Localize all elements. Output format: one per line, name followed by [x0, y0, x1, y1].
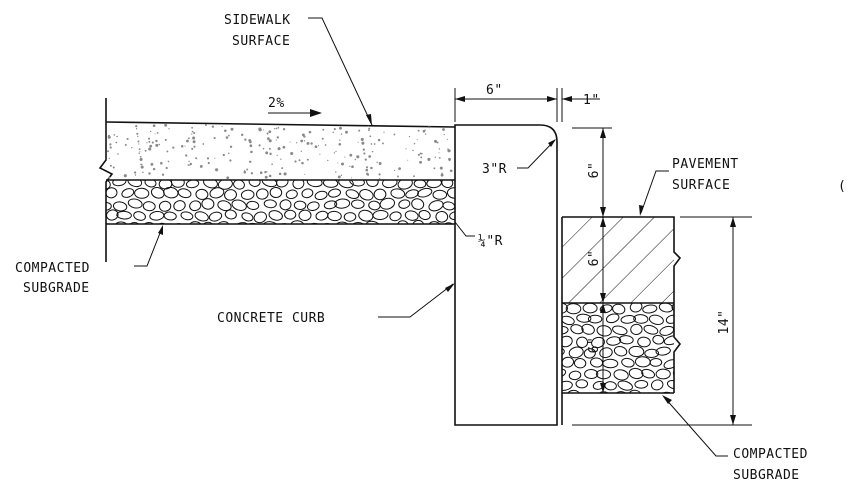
sidewalk-surface-label-line1: SIDEWALK — [224, 13, 291, 28]
compacted-subgrade-right-line2: SUBGRADE — [733, 468, 800, 483]
sidewalk-gravel-base — [106, 180, 455, 224]
radius-3in-label: 3"R — [482, 162, 507, 177]
curb-width-dim-label: 6" — [486, 83, 503, 98]
compacted-subgrade-right-line1: COMPACTED — [733, 447, 808, 462]
pavement-section — [561, 216, 682, 425]
low-6-dim-label: 6" — [587, 337, 602, 354]
mid-6-dim-label: 6" — [587, 250, 602, 267]
radius-quarter-in-label: ¼"R — [478, 234, 503, 249]
total-14-dim-label: 14" — [717, 310, 732, 335]
gap-dim-label: 1" — [583, 93, 600, 108]
concrete-curb-label: CONCRETE CURB — [217, 311, 325, 326]
annotation-labels: SIDEWALK SURFACE 3"R ¼"R PAVEMENT SURFAC… — [15, 13, 846, 483]
leader-lines — [134, 17, 728, 457]
pavement-surface-label-line1: PAVEMENT — [672, 157, 739, 172]
concrete-speckle-pattern — [107, 123, 454, 180]
slope-label: 2% — [268, 96, 285, 111]
right-dimensions: 6" 6" 6" 14" — [572, 127, 752, 426]
compacted-subgrade-left-line1: COMPACTED — [15, 261, 90, 276]
sidewalk-surface-label-line2: SURFACE — [232, 34, 290, 49]
slope-indicator: 2% — [268, 96, 322, 117]
concrete-curb-section — [454, 124, 558, 426]
compacted-subgrade-left-line2: SUBGRADE — [23, 281, 90, 296]
edge-text-fragment: ( — [838, 179, 846, 194]
pavement-surface-label-line2: SURFACE — [672, 178, 730, 193]
upper-6-dim-label: 6" — [587, 162, 602, 179]
top-dimensions: 6" 1" — [454, 83, 600, 122]
